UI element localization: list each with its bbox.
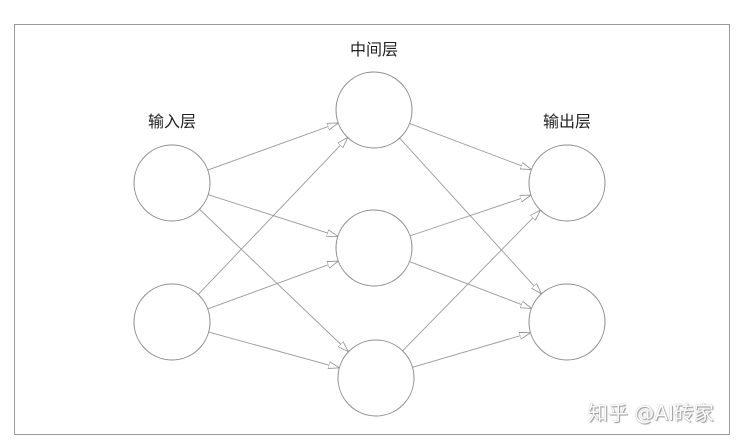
edge-hidden1-to-output1 — [409, 123, 532, 169]
edge-hidden3-to-output1 — [402, 210, 541, 352]
edge-input2-to-hidden1 — [197, 138, 348, 295]
edge-input1-to-hidden3 — [199, 208, 348, 351]
watermark: 知乎 @AI砖家 — [588, 401, 714, 425]
edge-hidden1-to-output2 — [399, 137, 542, 294]
input-layer-label: 输入层 — [147, 112, 197, 131]
hidden-layer-label: 中间层 — [349, 40, 399, 59]
output-layer-label: 输出层 — [542, 112, 592, 131]
input-node-2 — [133, 283, 211, 361]
edge-input1-to-hidden1 — [207, 123, 339, 171]
edge-hidden3-to-output2 — [412, 333, 530, 368]
edge-hidden2-to-output2 — [409, 261, 531, 309]
edge-input2-to-hidden3 — [208, 331, 340, 368]
output-node-1 — [528, 144, 606, 222]
input-node-1 — [133, 144, 211, 222]
edge-input2-to-hidden2 — [207, 261, 339, 310]
hidden-node-1 — [335, 71, 413, 149]
hidden-node-3 — [337, 339, 415, 417]
hidden-node-2 — [335, 209, 413, 287]
edge-hidden2-to-output1 — [409, 194, 531, 237]
diagram-frame — [14, 24, 730, 435]
output-node-2 — [528, 283, 606, 361]
